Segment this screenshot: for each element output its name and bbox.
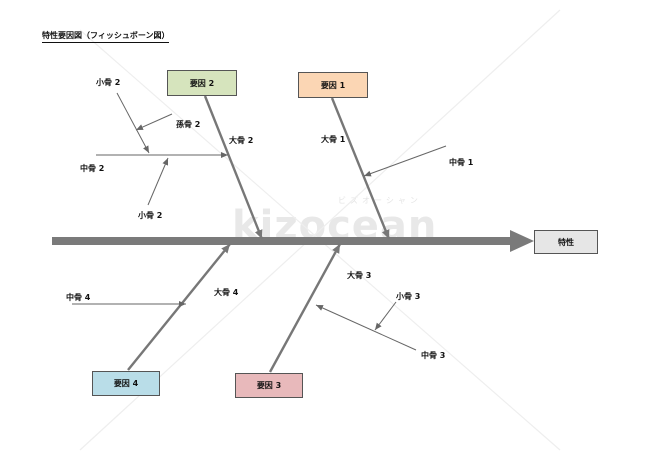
small-bone-3-label: 小骨 3 (396, 292, 421, 301)
large-bone-1-label: 大骨 1 (321, 135, 346, 144)
medium-bone-2-label: 中骨 2 (80, 164, 105, 173)
factor-box-4: 要因 4 (92, 371, 160, 396)
large-bone-3-label: 大骨 3 (347, 271, 372, 280)
medium-bone-1-label: 中骨 1 (449, 158, 474, 167)
small-bone-2-bottom (147, 157, 169, 206)
small-bone-2-bottom-label: 小骨 2 (138, 211, 163, 220)
medium-bone-3 (315, 304, 417, 351)
factor-box-1: 要因 1 (298, 72, 368, 98)
small-bone-2-top-label: 小骨 2 (96, 78, 121, 87)
effect-box: 特性 (534, 230, 598, 254)
large-bone-4-label: 大骨 4 (214, 288, 239, 297)
medium-bone-3-label: 中骨 3 (421, 351, 446, 360)
large-bone-1 (330, 97, 391, 240)
grandchild-bone-2-label: 孫骨 2 (176, 120, 201, 129)
large-bone-2-label: 大骨 2 (229, 136, 254, 145)
small-bone-3 (374, 301, 397, 331)
medium-bone-4-label: 中骨 4 (66, 293, 91, 302)
medium-bone-1 (363, 145, 447, 177)
large-bone-3 (268, 243, 342, 373)
grandchild-bone-2 (135, 113, 173, 131)
watermark-kana: ビズオーシャン (338, 196, 422, 205)
factor-box-2: 要因 2 (167, 70, 237, 96)
factor-box-3: 要因 3 (235, 373, 303, 398)
small-bone-2-top (116, 92, 150, 154)
spine (52, 230, 534, 252)
large-bone-2 (203, 95, 264, 240)
page-title: 特性要因図（フィッシュボーン図） (42, 30, 170, 43)
large-bone-4 (127, 243, 231, 371)
